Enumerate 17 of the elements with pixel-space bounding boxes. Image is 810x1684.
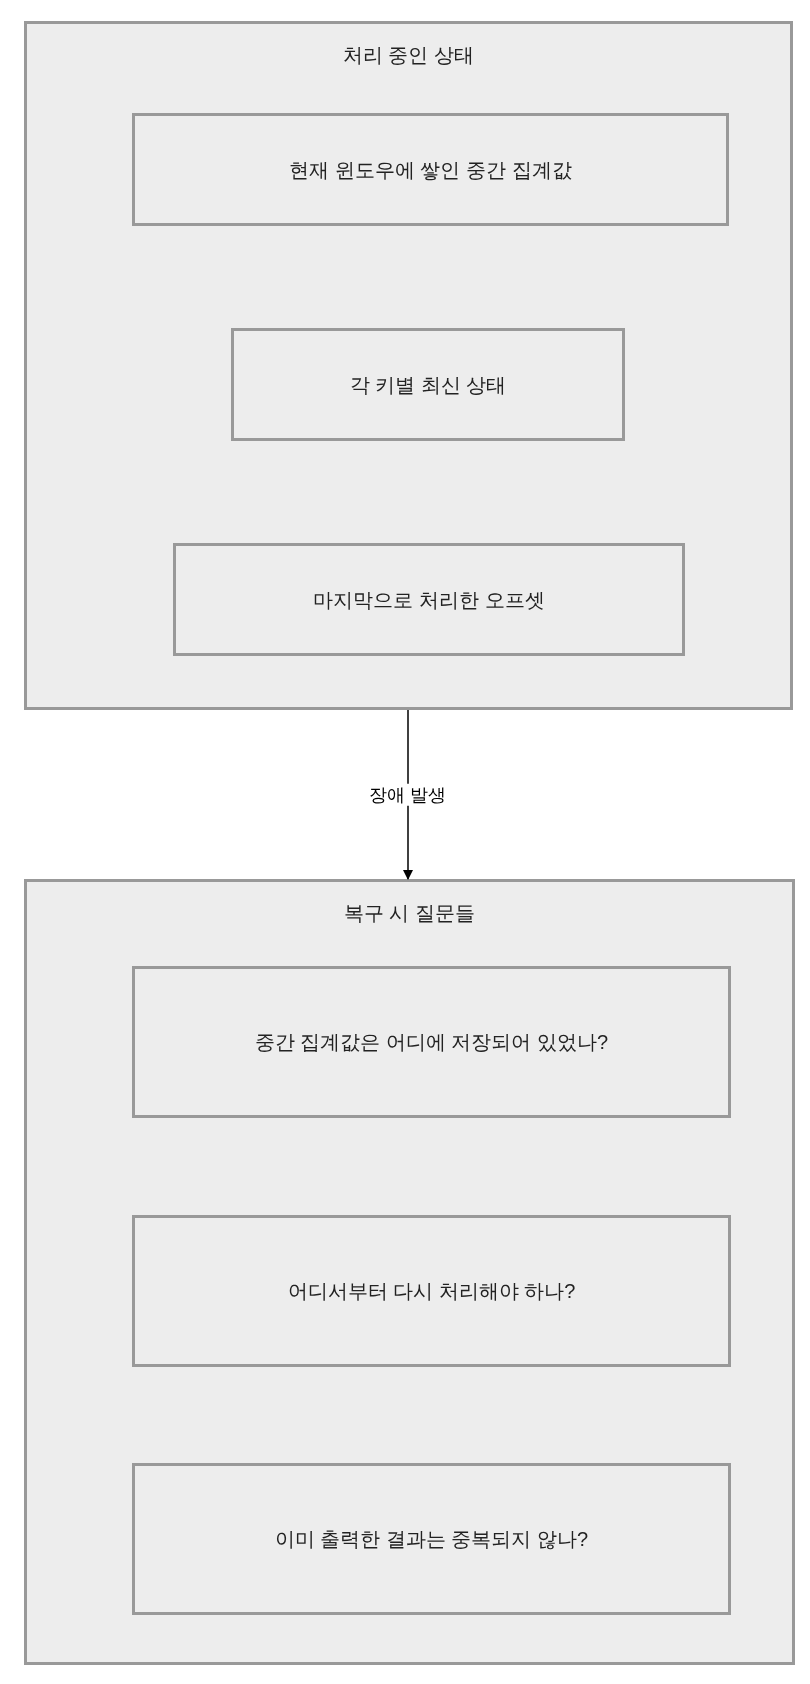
process-box [132,1463,731,1615]
box-text: 중간 집계값은 어디에 저장되어 있었나? [253,1030,610,1055]
process-box [132,1215,731,1367]
arrow [403,709,413,880]
box-text: 현재 윈도우에 쌓인 중간 집계값 [288,157,573,183]
box-text: 마지막으로 처리한 오프셋 [312,587,546,613]
process-box [231,328,625,441]
process-box [173,543,685,656]
process-box [132,113,729,226]
group-box [24,879,795,1665]
group-box [24,21,793,710]
process-box [132,966,731,1118]
group-title: 복구 시 질문들 [342,901,477,926]
box-text: 각 키별 최신 상태 [348,372,508,398]
group-title: 처리 중인 상태 [341,43,476,68]
box-text: 어디서부터 다시 처리해야 하나? [286,1279,577,1304]
box-text: 이미 출력한 결과는 중복되지 않나? [273,1527,590,1552]
